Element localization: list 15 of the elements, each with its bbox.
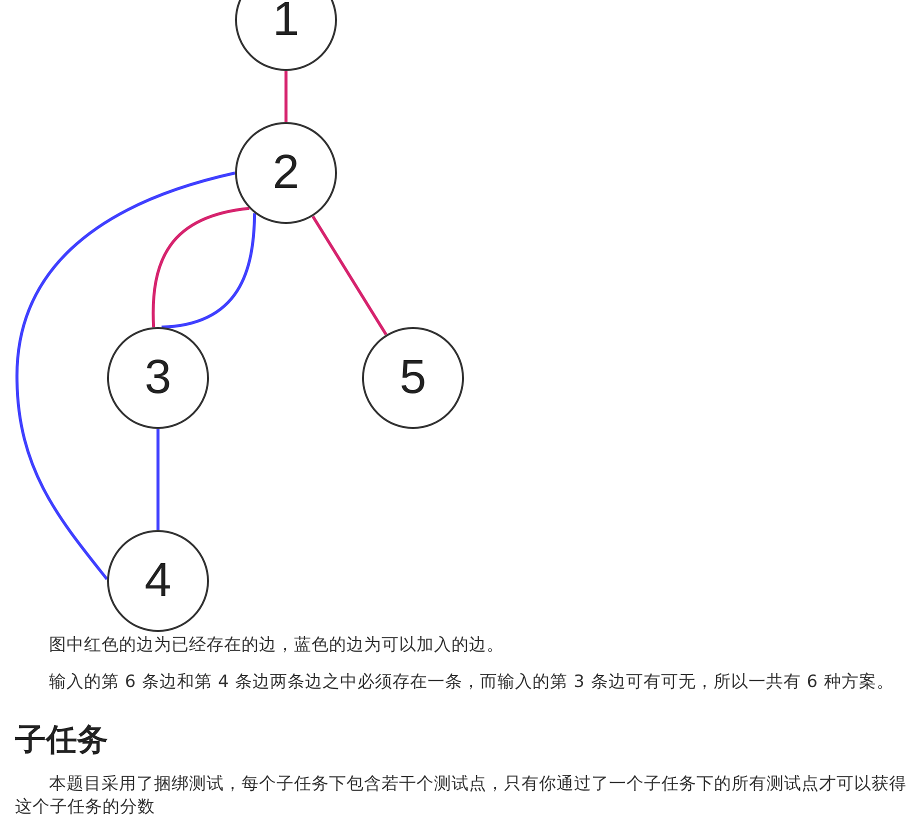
graph-edge bbox=[161, 213, 256, 329]
graph-edge bbox=[16, 172, 236, 580]
graph-edge bbox=[312, 216, 388, 336]
node-circle: 4 bbox=[107, 530, 209, 632]
graph-edge bbox=[152, 206, 250, 328]
caption-text: 图中红色的边为已经存在的边，蓝色的边为可以加入的边。 bbox=[48, 634, 505, 657]
node-circle: 5 bbox=[362, 327, 464, 429]
node-circle: 3 bbox=[107, 327, 209, 429]
node-circle: 1 bbox=[235, 0, 337, 71]
graph-edge bbox=[284, 71, 288, 122]
graph-edge bbox=[156, 429, 160, 530]
node-circle: 2 bbox=[235, 122, 337, 224]
section-heading: 子任务 bbox=[15, 722, 108, 758]
body-text: 输入的第 6 条边和第 4 条边两条边之中必须存在一条，而输入的第 3 条边可有可无，所以一共有 6 种方案。 bbox=[48, 671, 895, 694]
body-text: 本题目采用了捆绑测试，每个子任务下包含若干个测试点，只有你通过了一个子任务下的所有测试点才可以获得这个子任务的分数 bbox=[15, 773, 908, 819]
